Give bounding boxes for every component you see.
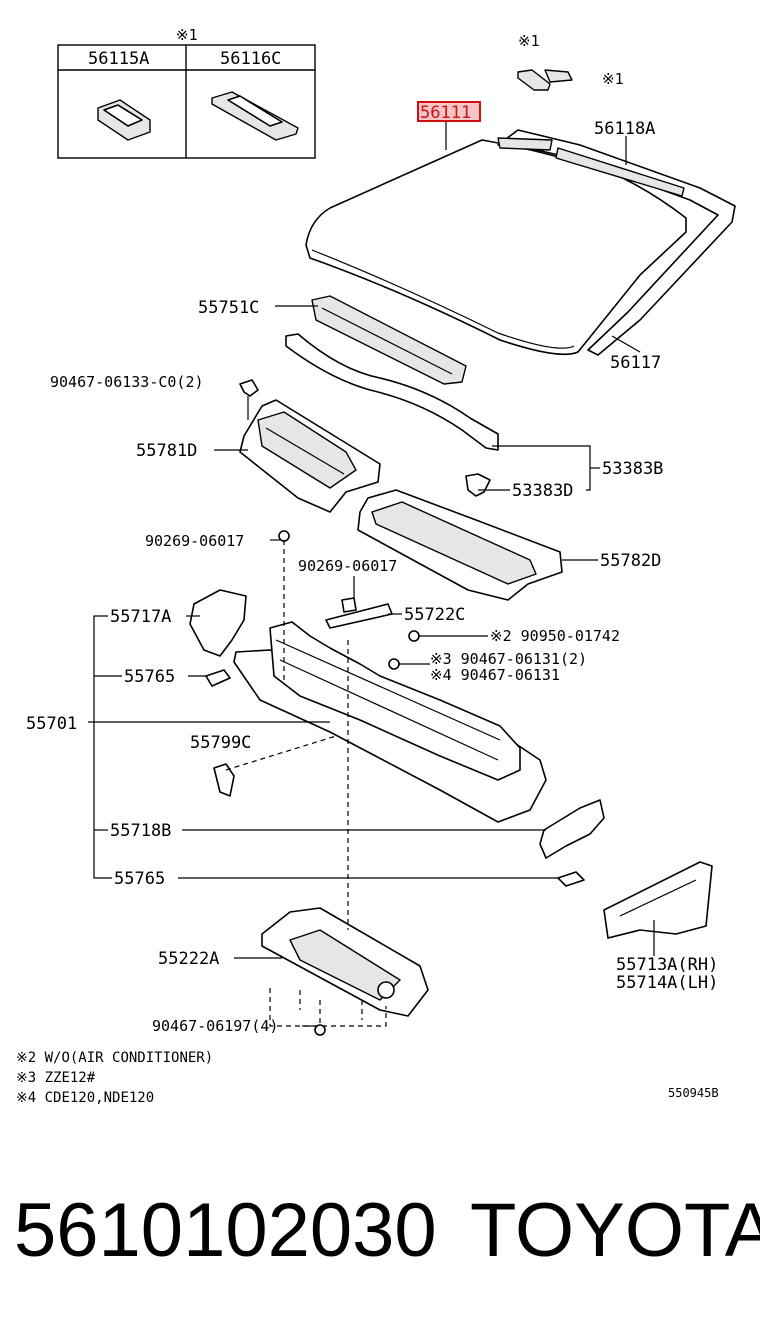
footer: 5610102030 TOYOTA xyxy=(14,1188,760,1273)
label-90467-06133: 90467-06133-C0(2) xyxy=(50,373,204,391)
bolt-90467-06197 xyxy=(314,1024,326,1036)
inset-box: ※1 56115A 56116C xyxy=(57,26,316,159)
side-panel-55713a xyxy=(603,861,713,939)
inset-part-56115a: 56115A xyxy=(88,49,149,69)
label-55751c: 55751C xyxy=(198,298,259,318)
label-90467-06131-2: ※3 90467-06131(2) xyxy=(430,650,587,668)
cowl-louver-55781d xyxy=(239,399,381,513)
windshield-glass xyxy=(305,139,687,356)
label-90269-a: 90269-06017 xyxy=(145,532,244,550)
label-53383b: 53383B xyxy=(602,459,663,479)
footnotes: ※2 W/O(AIR CONDITIONER) ※3 ZZE12# ※4 CDE… xyxy=(16,1050,719,1106)
label-55713a: 55713A(RH) xyxy=(616,955,718,975)
clip-56116c-icon xyxy=(211,91,299,141)
lower-panel-55222a xyxy=(261,907,429,1017)
label-55718b: 55718B xyxy=(110,821,171,841)
top-clips xyxy=(517,69,573,91)
label-56118a: 56118A xyxy=(594,119,655,139)
clip-56115a-icon xyxy=(97,99,151,141)
footer-brand: TOYOTA xyxy=(470,1188,760,1273)
fasteners-cluster xyxy=(278,530,420,670)
pad-55765-a xyxy=(205,669,231,687)
inset-part-56116c: 56116C xyxy=(220,49,281,69)
seal-53383b xyxy=(285,333,499,451)
label-90467-06131: ※4 90467-06131 xyxy=(430,666,560,684)
note-4: ※4 CDE120,NDE120 xyxy=(16,1090,154,1106)
dashed-guides xyxy=(225,540,387,1027)
label-56111: 56111 xyxy=(420,103,471,123)
label-55714a: 55714A(LH) xyxy=(616,973,718,993)
label-mark-top-left: ※1 xyxy=(518,32,540,50)
label-55722c: 55722C xyxy=(404,605,465,625)
cowl-seal-55751c xyxy=(311,295,467,385)
bracket-55717a xyxy=(189,589,247,657)
inset-mark: ※1 xyxy=(176,26,198,44)
footer-part-number: 5610102030 xyxy=(14,1188,437,1273)
callout-labels: ※1 ※1 56111 56118A 55751C 56117 90467-06… xyxy=(26,32,718,1035)
label-55781d: 55781D xyxy=(136,441,197,461)
note-3: ※3 ZZE12# xyxy=(16,1070,96,1086)
pad-55765-b xyxy=(557,871,585,887)
leader-lines xyxy=(88,120,655,1027)
highlight-56111 xyxy=(417,101,481,122)
cowl-louver-55782d xyxy=(357,489,563,601)
label-56117: 56117 xyxy=(610,353,661,373)
label-mark-top-right: ※1 xyxy=(602,70,624,88)
part-55799c xyxy=(213,763,235,797)
label-55799c: 55799C xyxy=(190,733,251,753)
windshield-moulding xyxy=(497,129,736,356)
label-55717a: 55717A xyxy=(110,607,171,627)
label-55222a: 55222A xyxy=(158,949,219,969)
push-clip-90467-06133 xyxy=(239,379,259,420)
label-53383d: 53383D xyxy=(512,481,573,501)
cowl-panel-55701 xyxy=(233,621,547,823)
bracket-55722c xyxy=(325,597,393,629)
bracket-55718b xyxy=(539,799,605,859)
label-90269-b: 90269-06017 xyxy=(298,557,397,575)
drawing-code: 550945B xyxy=(668,1086,719,1100)
label-90950: ※2 90950-01742 xyxy=(490,627,620,645)
label-55765-a: 55765 xyxy=(124,667,175,687)
clip-53383d xyxy=(465,473,491,497)
note-2: ※2 W/O(AIR CONDITIONER) xyxy=(16,1050,213,1066)
label-55765-b: 55765 xyxy=(114,869,165,889)
label-55701: 55701 xyxy=(26,714,77,734)
label-90467-06197: 90467-06197(4) xyxy=(152,1017,278,1035)
label-55782d: 55782D xyxy=(600,551,661,571)
